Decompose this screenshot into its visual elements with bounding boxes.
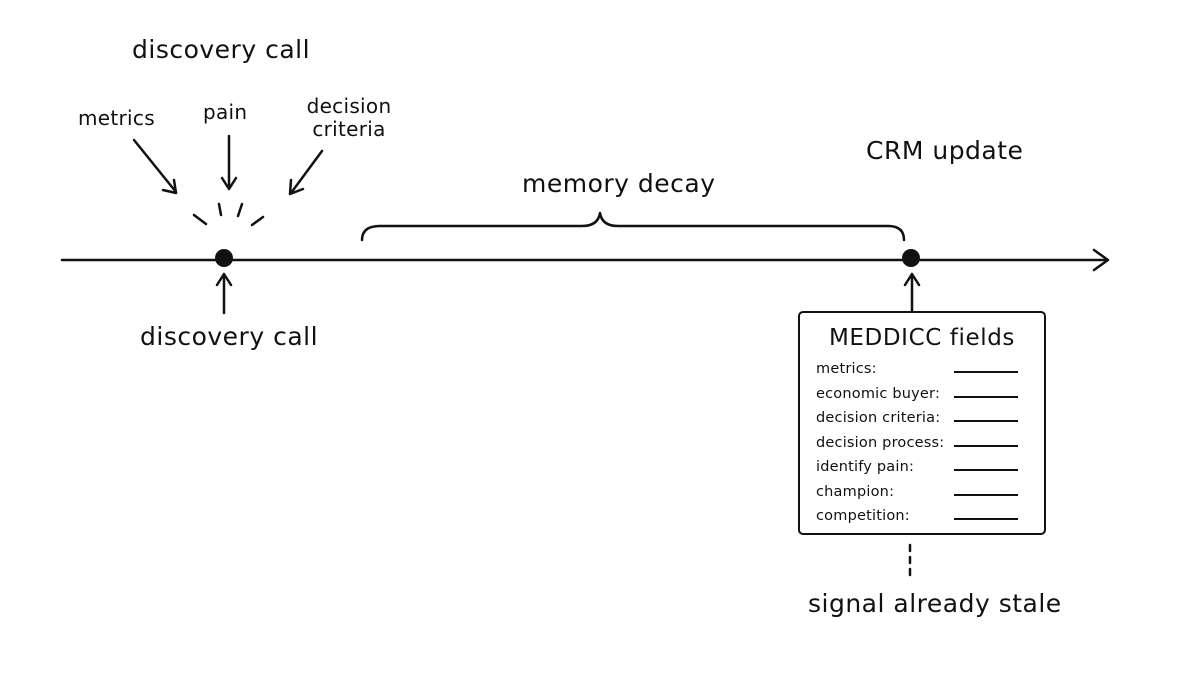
burst-mark bbox=[236, 202, 244, 218]
crm-update-label: CRM update bbox=[866, 136, 1024, 165]
discovery-call-point bbox=[215, 249, 233, 267]
meddicc-field-row: economic buyer: bbox=[814, 383, 1018, 408]
criteria-arrow bbox=[289, 149, 324, 195]
memory-decay-label: memory decay bbox=[522, 169, 716, 198]
discovery-call-heading: discovery call bbox=[132, 35, 311, 64]
meddicc-field-row: competition: bbox=[814, 505, 1018, 530]
meddicc-field-row: metrics: bbox=[814, 358, 1018, 383]
input-decision-criteria-label: decision criteria bbox=[306, 94, 392, 141]
blank-field-line bbox=[954, 469, 1018, 471]
discovery-up-arrowhead bbox=[215, 272, 233, 287]
burst-mark bbox=[217, 202, 223, 217]
meddicc-field-row: decision process: bbox=[814, 432, 1018, 457]
burst-mark bbox=[250, 215, 265, 227]
blank-field-line bbox=[954, 444, 1018, 447]
meddicc-field-row: identify pain: bbox=[814, 456, 1018, 481]
burst-mark bbox=[192, 213, 208, 226]
meddicc-field-list: metrics: economic buyer: decision criter… bbox=[814, 358, 1018, 530]
input-pain-label: pain bbox=[203, 100, 248, 124]
crm-update-point bbox=[902, 249, 920, 267]
criteria-arrowhead bbox=[288, 178, 305, 196]
blank-field-line bbox=[954, 420, 1018, 422]
meddicc-field-row: champion: bbox=[814, 481, 1018, 506]
meddicc-field-label: metrics: bbox=[816, 361, 877, 377]
blank-field-line bbox=[954, 518, 1018, 520]
meddicc-field-label: decision process: bbox=[816, 434, 945, 451]
meddicc-field-label: identify pain: bbox=[816, 459, 915, 475]
memory-decay-brace bbox=[360, 211, 906, 242]
meddicc-field-label: economic buyer: bbox=[816, 385, 941, 402]
timeline-arrowhead bbox=[1092, 248, 1110, 272]
meddicc-field-label: champion: bbox=[816, 483, 895, 500]
input-metrics-label: metrics bbox=[78, 106, 155, 130]
blank-field-line bbox=[954, 371, 1018, 373]
metrics-arrowhead bbox=[161, 178, 178, 195]
signal-stale-note: signal already stale bbox=[808, 589, 1062, 618]
metrics-arrow bbox=[132, 138, 178, 194]
pain-arrowhead bbox=[220, 176, 238, 191]
meddicc-field-label: decision criteria: bbox=[816, 410, 941, 426]
blank-field-line bbox=[954, 395, 1018, 398]
discovery-call-caption: discovery call bbox=[140, 322, 319, 351]
meddicc-card-title: MEDDICC fields bbox=[828, 325, 1016, 351]
blank-field-line bbox=[954, 493, 1018, 496]
meddicc-card: MEDDICC fields metrics: economic buyer: … bbox=[798, 311, 1046, 535]
meddicc-field-label: competition: bbox=[816, 508, 910, 524]
meddicc-field-row: decision criteria: bbox=[814, 407, 1018, 432]
crm-up-arrowhead bbox=[903, 272, 921, 287]
